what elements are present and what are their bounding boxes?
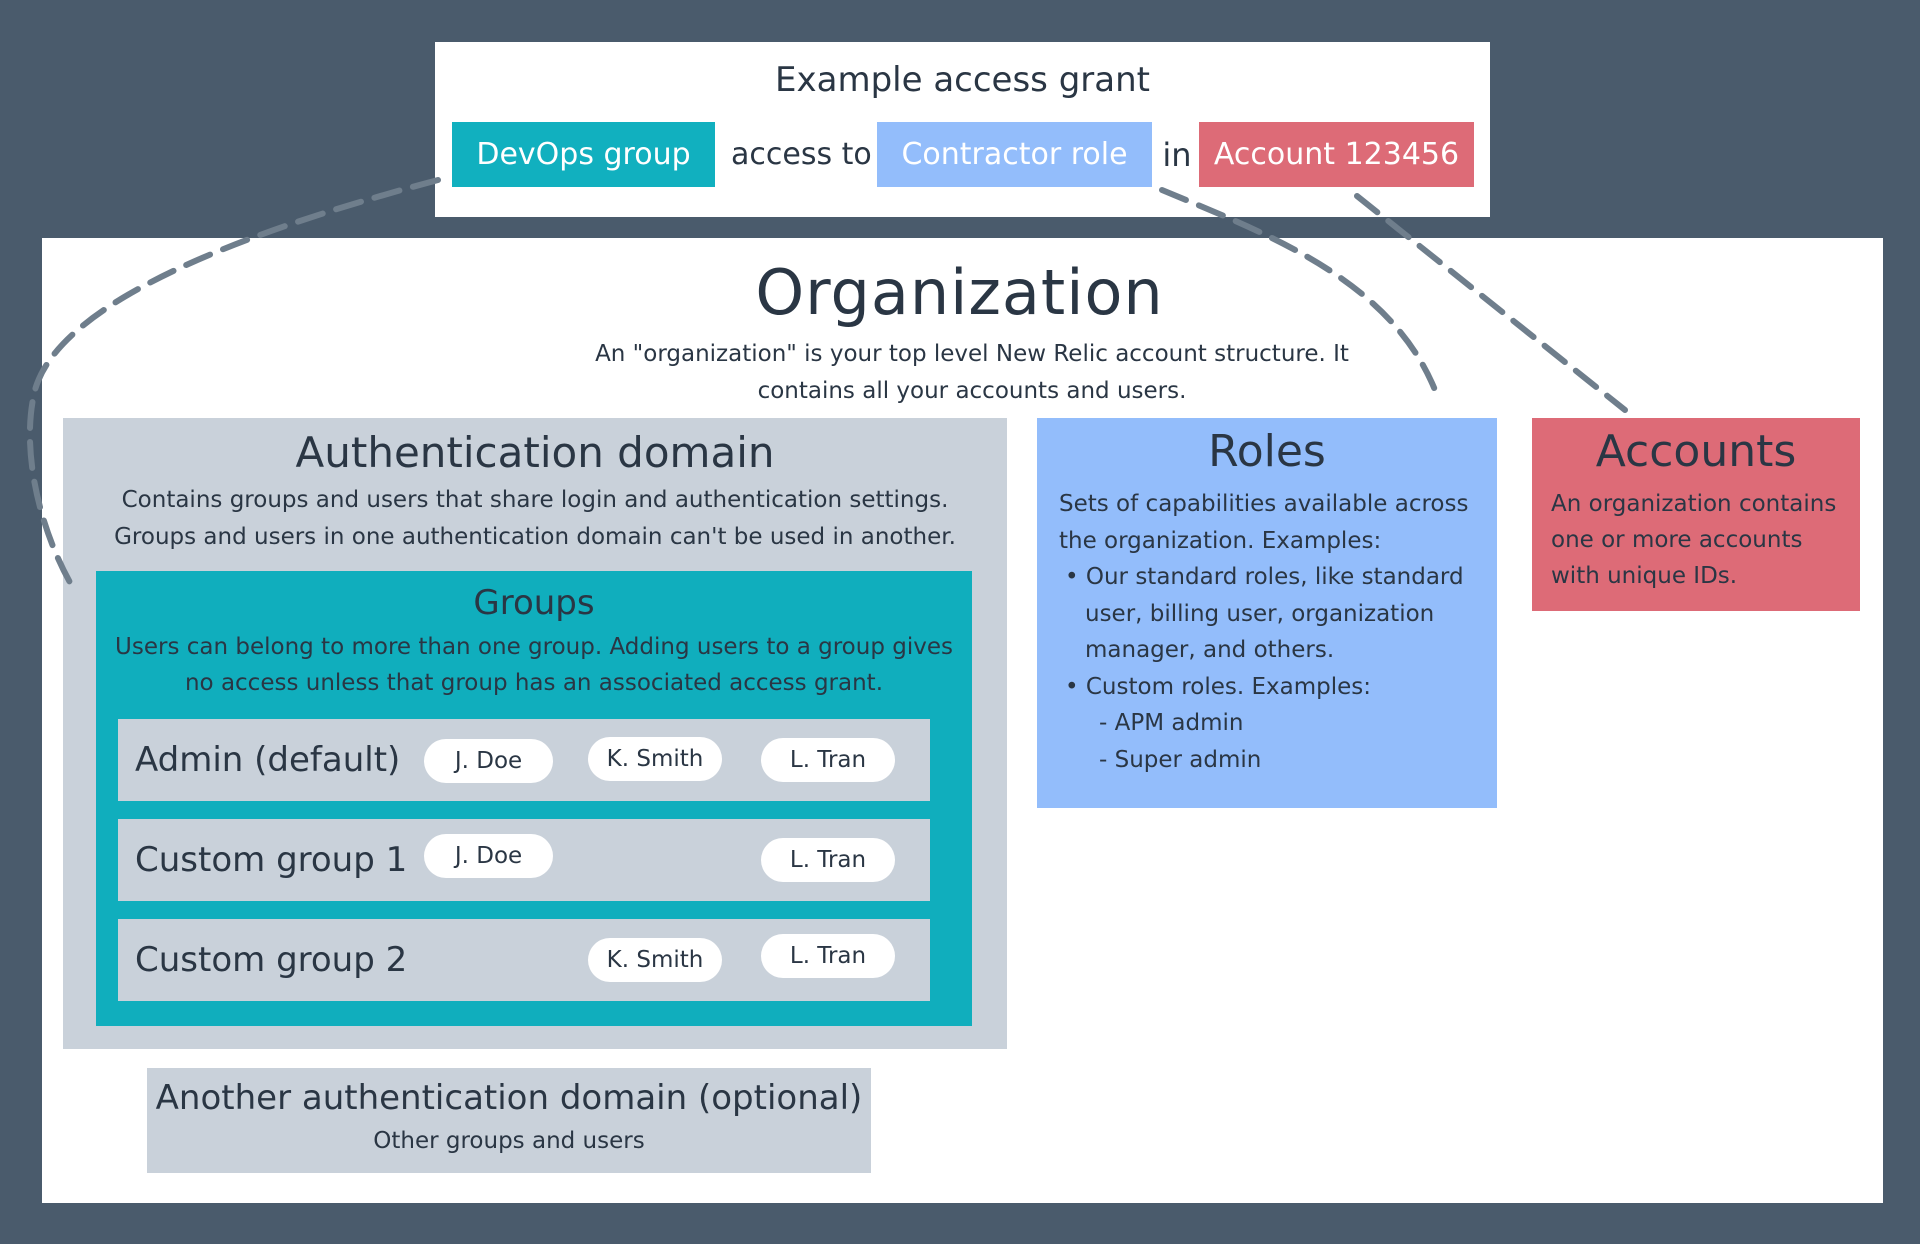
group-row-admin: Admin (default) J. Doe K. Smith L. Tran [118, 719, 930, 801]
group-row-custom-1: Custom group 1 J. Doe L. Tran [118, 819, 930, 901]
accounts-description: An organization contains one or more acc… [1551, 491, 1837, 589]
user-chip: L. Tran [761, 934, 895, 978]
grant-access-to-text: access to [731, 137, 872, 172]
accounts-title: Accounts [1595, 426, 1797, 477]
another-domain-subtitle: Other groups and users [373, 1128, 645, 1154]
roles-line: Sets of capabilities available across [1059, 491, 1469, 517]
roles-bullet: • Our standard roles, like standard [1065, 564, 1464, 590]
grant-role-chip: Contractor role [877, 122, 1152, 187]
roles-description: Sets of capabilities available across th… [1059, 486, 1489, 778]
roles-line: the organization. Examples: [1059, 527, 1382, 554]
organization-panel: Organization An "organization" is your t… [42, 238, 1883, 1203]
authentication-domain-title: Authentication domain [295, 428, 775, 477]
roles-panel: Roles Sets of capabilities available acr… [1037, 418, 1497, 808]
groups-description: Users can belong to more than one group.… [115, 634, 953, 696]
roles-line: user, billing user, organization [1085, 600, 1435, 627]
groups-panel: Groups Users can belong to more than one… [96, 571, 972, 1026]
roles-title: Roles [1208, 426, 1326, 477]
organization-title: Organization [755, 256, 1164, 329]
user-chip: L. Tran [761, 738, 895, 782]
access-grant-box: Example access grant DevOps group access… [435, 42, 1490, 217]
group-row-custom-2: Custom group 2 K. Smith L. Tran [118, 919, 930, 1001]
user-chip: J. Doe [424, 834, 553, 878]
roles-bullet: • Custom roles. Examples: [1065, 673, 1371, 700]
grant-in-text: in [1162, 135, 1192, 174]
roles-line: manager, and others. [1085, 637, 1335, 663]
user-chip: L. Tran [761, 838, 895, 882]
user-chip: J. Doe [424, 739, 553, 783]
grant-title: Example access grant [775, 60, 1150, 100]
organization-description: An "organization" is your top level New … [595, 341, 1349, 404]
user-chip: K. Smith [588, 938, 722, 982]
roles-example: - APM admin [1099, 710, 1244, 736]
group-name: Admin (default) [135, 740, 401, 780]
user-chip: K. Smith [588, 737, 722, 781]
grant-account-chip: Account 123456 [1199, 122, 1474, 187]
authentication-domain-panel: Authentication domain Contains groups an… [63, 418, 1007, 1049]
roles-example: - Super admin [1099, 746, 1262, 773]
grant-group-chip: DevOps group [452, 122, 715, 187]
another-domain-title: Another authentication domain (optional) [155, 1078, 863, 1118]
groups-title: Groups [473, 583, 595, 623]
another-authentication-domain-panel: Another authentication domain (optional)… [147, 1068, 871, 1173]
accounts-panel: Accounts An organization contains one or… [1532, 418, 1860, 611]
group-name: Custom group 1 [135, 840, 408, 880]
group-name: Custom group 2 [135, 940, 408, 980]
authentication-domain-description: Contains groups and users that share log… [114, 487, 956, 550]
